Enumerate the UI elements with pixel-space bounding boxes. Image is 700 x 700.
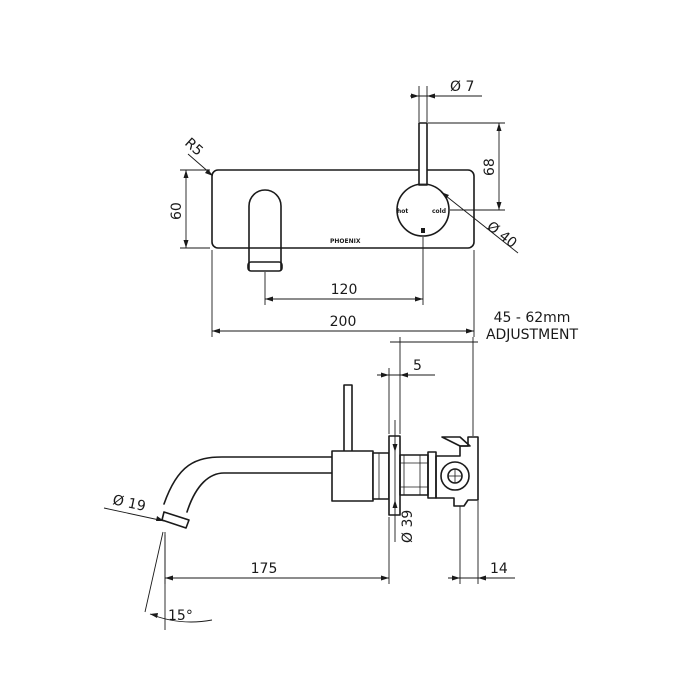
svg-text:120: 120 — [331, 282, 358, 298]
svg-text:14: 14 — [490, 561, 508, 577]
brand-logo: PHOENIX — [330, 238, 361, 245]
svg-text:R5: R5 — [181, 135, 206, 159]
dim-height: 60 — [169, 169, 210, 249]
dim-reach: 175 — [164, 517, 390, 584]
collar — [372, 452, 390, 500]
dim-adjustment: 45 - 62mm ADJUSTMENT — [390, 310, 579, 436]
svg-text:45 - 62mm: 45 - 62mm — [494, 310, 571, 326]
dim-spout-dia: Ø 19 — [103, 492, 165, 522]
dim-depth: 14 — [448, 501, 515, 584]
dim-lever-dia: Ø 7 — [410, 79, 482, 122]
dim-hub-dia: Ø 40 — [440, 191, 520, 254]
wall-plate — [211, 169, 475, 249]
lever-handle — [418, 122, 428, 186]
svg-text:15°: 15° — [168, 608, 193, 624]
in-wall-body — [399, 436, 479, 507]
front-view: hot cold PHOENIX R5 60 Ø 7 — [169, 79, 520, 337]
dim-width: 200 — [211, 250, 475, 337]
svg-text:60: 60 — [169, 202, 185, 220]
svg-text:Ø 7: Ø 7 — [450, 79, 474, 95]
svg-text:200: 200 — [330, 314, 357, 330]
lever-side — [343, 384, 353, 454]
svg-text:175: 175 — [251, 561, 278, 577]
dim-boss-dia: Ø 39 — [392, 420, 416, 543]
svg-text:68: 68 — [482, 158, 498, 176]
dim-centres: 120 — [264, 237, 424, 305]
dim-lever-height: 68 — [428, 122, 505, 211]
hot-label: hot — [397, 208, 408, 215]
indicator-mark — [421, 228, 425, 233]
body-hub — [331, 450, 374, 502]
svg-text:5: 5 — [413, 358, 422, 374]
dim-angle: 15° — [144, 531, 213, 630]
dim-plate: 5 — [377, 358, 435, 434]
svg-text:Ø 40: Ø 40 — [484, 219, 520, 252]
svg-text:Ø 39: Ø 39 — [400, 510, 416, 543]
svg-text:ADJUSTMENT: ADJUSTMENT — [486, 327, 579, 343]
cold-label: cold — [432, 208, 446, 215]
svg-text:Ø 19: Ø 19 — [111, 492, 147, 515]
spout-outlet — [247, 189, 283, 272]
side-view: 45 - 62mm ADJUSTMENT 5 Ø 19 Ø 39 — [103, 310, 579, 630]
spout — [161, 456, 333, 529]
